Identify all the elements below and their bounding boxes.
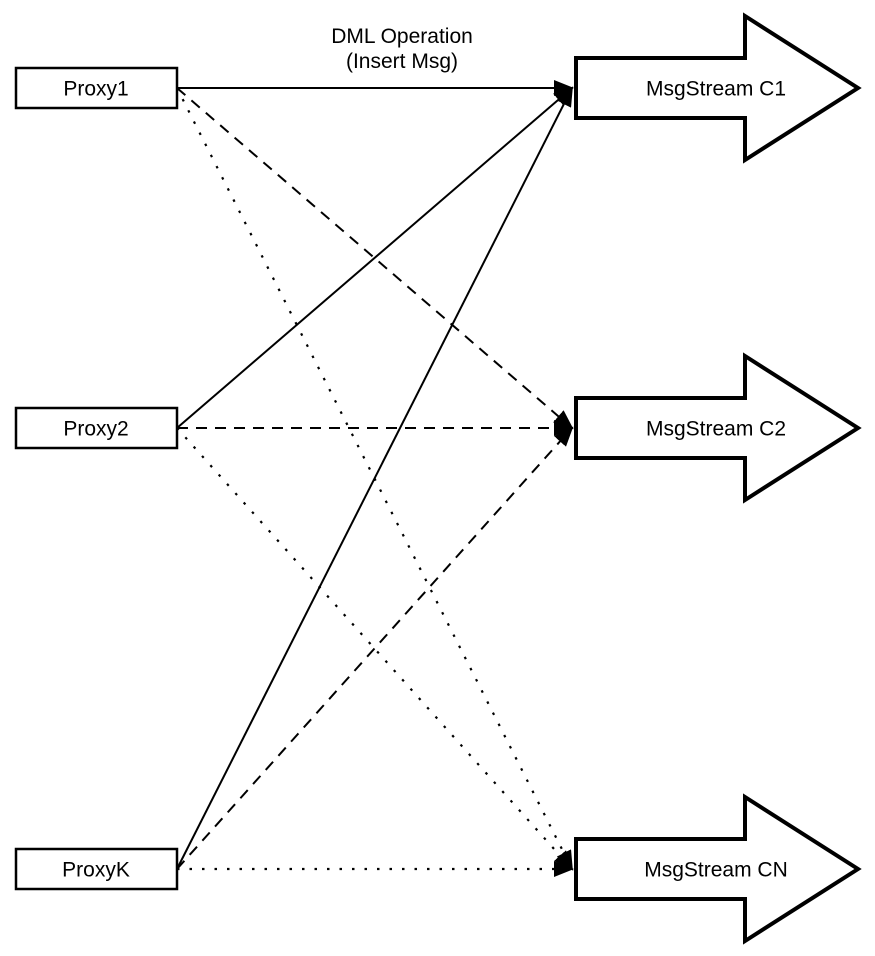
stream-cn-label: MsgStream CN (644, 859, 788, 882)
proxyk-label: ProxyK (62, 859, 130, 882)
edge-proxy1-to-cn (176, 87, 573, 871)
stream-node-cn: MsgStream CN (574, 793, 862, 945)
edge-proxy1-to-c2 (176, 87, 574, 430)
stream-c1-arrow-shape (574, 12, 862, 164)
stream-node-c1: MsgStream C1 (574, 12, 862, 164)
stream-cn-arrow-shape (574, 793, 862, 945)
proxyk-box (14, 847, 179, 891)
edges (176, 80, 574, 877)
stream-c1-label: MsgStream C1 (646, 78, 786, 101)
proxy2-box (14, 406, 179, 450)
proxy-node-1: Proxy1 (14, 66, 179, 110)
proxy-node-k: ProxyK (14, 847, 179, 891)
stream-c2-label: MsgStream C2 (646, 418, 786, 441)
proxy1-label: Proxy1 (63, 78, 128, 101)
edge-proxyk-to-c2 (176, 426, 574, 870)
stream-c2-arrow-shape (574, 352, 862, 504)
diagram-title-line2: (Insert Msg) (346, 50, 458, 73)
diagram-title: DML Operation (Insert Msg) (331, 25, 473, 73)
proxy2-label: Proxy2 (63, 418, 128, 441)
stream-node-c2: MsgStream C2 (574, 352, 862, 504)
diagram-title-line1: DML Operation (331, 25, 473, 48)
proxy1-box (14, 66, 179, 110)
proxy-node-2: Proxy2 (14, 406, 179, 450)
edge-proxy2-to-c1 (176, 86, 574, 429)
